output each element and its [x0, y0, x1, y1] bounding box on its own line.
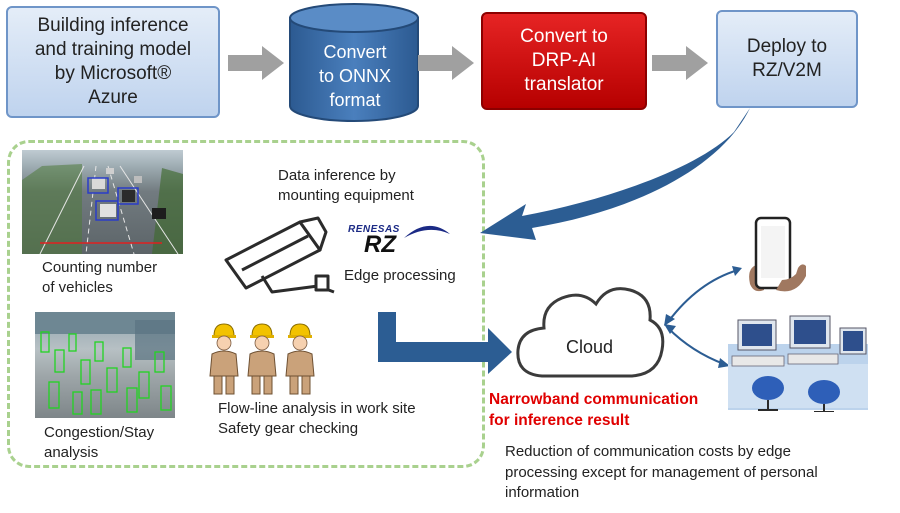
smartphone-icon — [749, 216, 806, 292]
deploy-arrow-icon — [480, 108, 750, 240]
step-azure-box: Building inference and training model by… — [6, 6, 220, 118]
computers-illustration — [728, 315, 868, 412]
arrow-right-icon — [418, 46, 474, 80]
counting-vehicles-label: Counting number of vehicles — [42, 259, 158, 296]
worksite-label: Flow-line analysis in work site Safety g… — [218, 400, 416, 437]
renesas-swoosh-icon — [404, 225, 450, 238]
data-inference-label: Data inference by mounting equipment — [278, 167, 414, 204]
arrow-right-icon — [652, 46, 708, 80]
congestion-label: Congestion/Stay analysis — [44, 424, 155, 461]
camera-icon — [224, 216, 335, 294]
cloud-label: Cloud — [566, 337, 614, 357]
step-deploy-box: Deploy to RZ/V2M — [716, 10, 858, 108]
renesas-rz-logo: RENESAS RZ — [344, 222, 454, 262]
cloud-icon — [516, 287, 665, 378]
step-drp-ai-box: Convert to DRP-AI translator — [481, 12, 647, 110]
cost-reduction-label: Reduction of communication costs by edge… — [505, 443, 818, 501]
edge-panel-border — [7, 140, 485, 468]
edge-processing-label: Edge processing — [344, 267, 456, 284]
congestion-photo — [35, 312, 175, 418]
edge-to-cloud-arrow-icon — [378, 312, 512, 374]
arrow-right-icon — [228, 46, 284, 80]
step-onnx-label: Convert to ONNX format — [318, 42, 392, 110]
renesas-logo-text: RENESAS — [348, 224, 400, 235]
rz-logo-text: RZ — [364, 231, 396, 258]
database-cylinder — [289, 3, 419, 122]
cloud-device-arrows-icon — [664, 266, 742, 368]
narrowband-label: Narrowband communication for inference r… — [489, 391, 699, 429]
highway-photo — [22, 150, 183, 254]
workers-illustration — [209, 323, 315, 395]
